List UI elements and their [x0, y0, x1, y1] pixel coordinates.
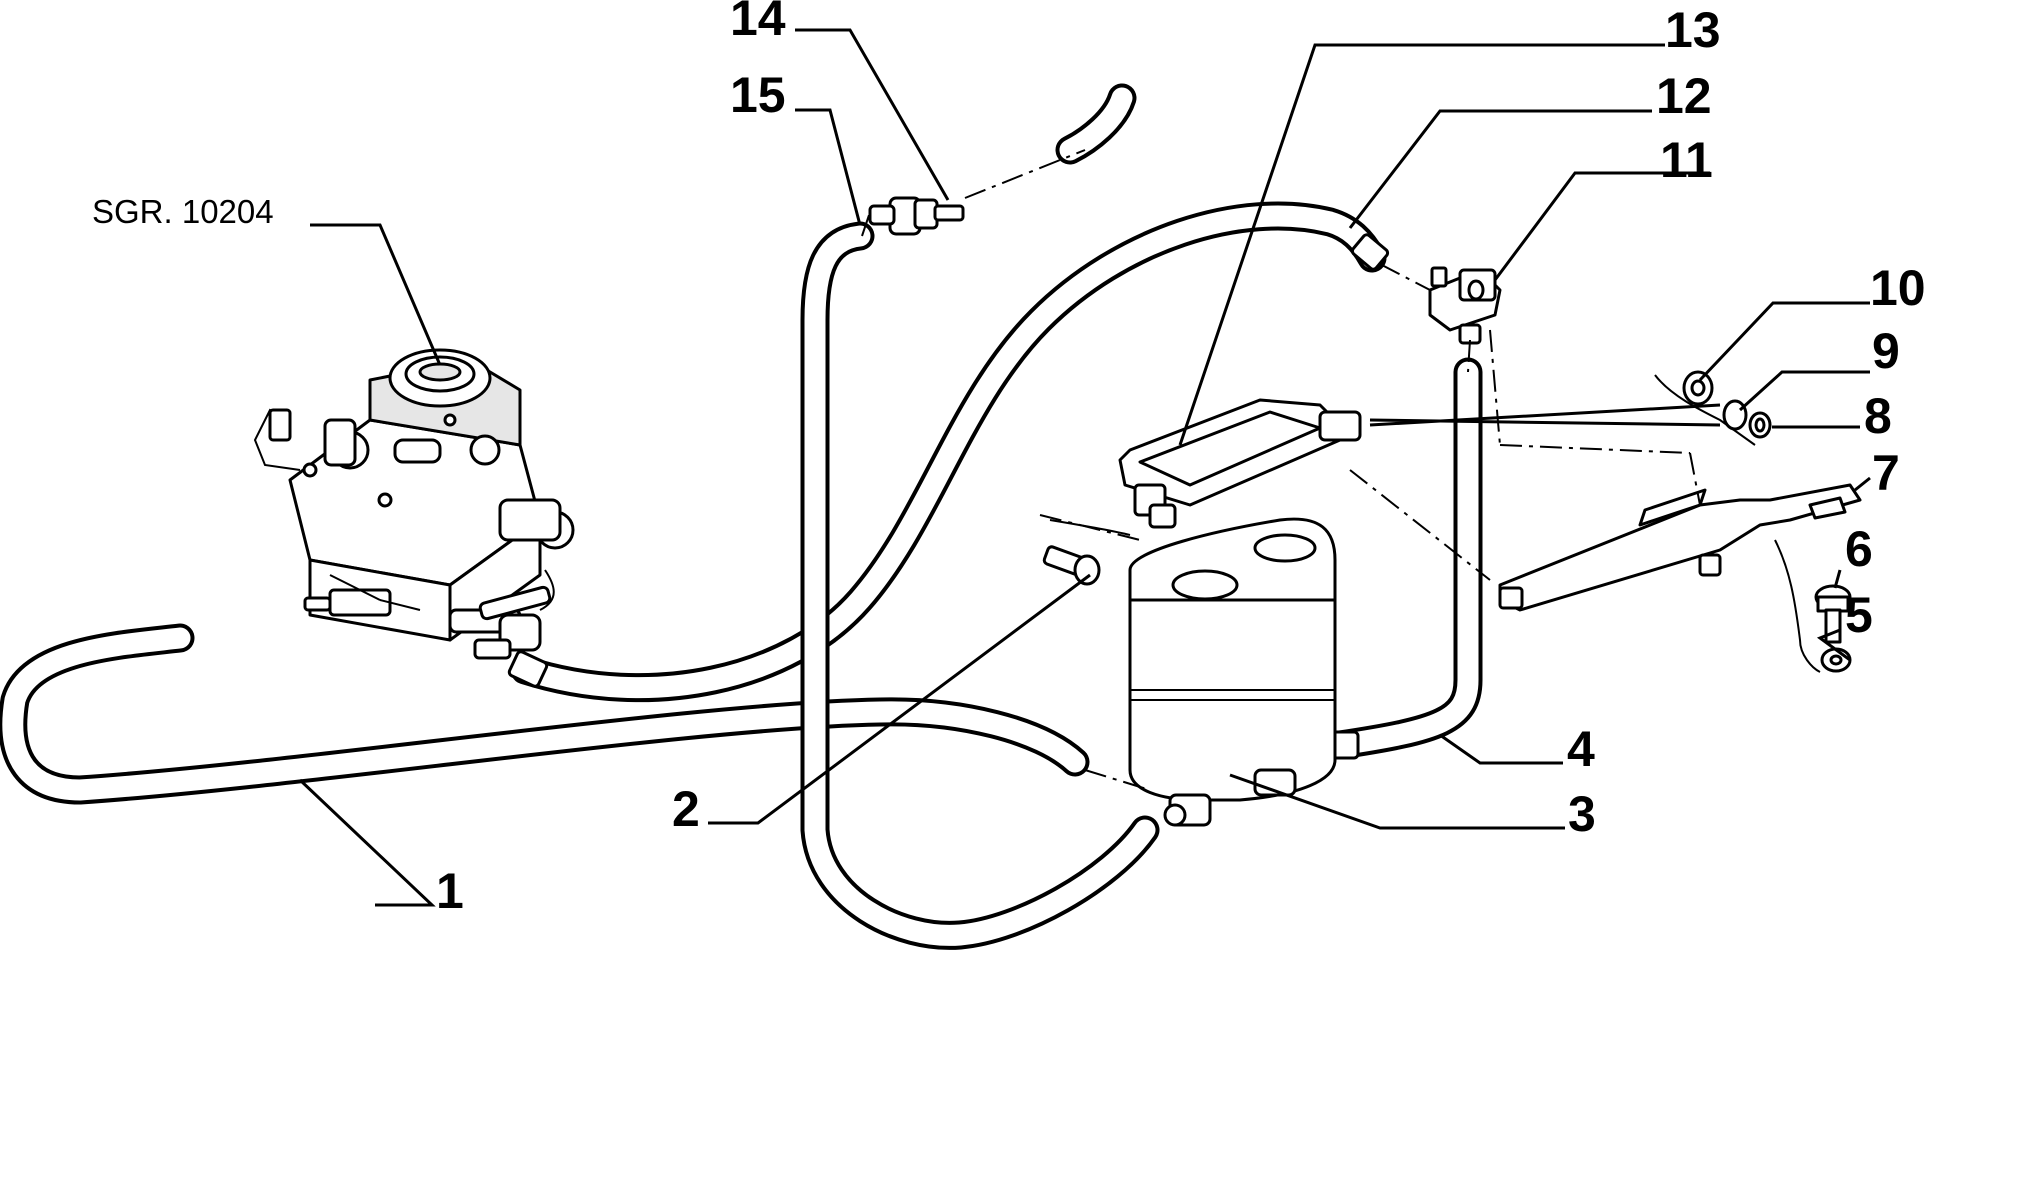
nut-10: [1682, 370, 1714, 406]
reference-label: SGR. 10204: [92, 193, 274, 230]
callout-10: 10: [1870, 260, 1926, 316]
callout-14: 14: [730, 0, 786, 46]
carburettor: [253, 348, 575, 660]
hose-14-stub: [1055, 83, 1137, 165]
callout-15: 15: [730, 67, 786, 123]
callout-11: 11: [1660, 132, 1713, 188]
support-arm: [1498, 483, 1862, 612]
hose-15: [800, 221, 1160, 950]
callout-12: 12: [1656, 68, 1712, 124]
hose-end-fitting: [507, 650, 549, 688]
nut-5: [1820, 647, 1852, 673]
callout-7: 7: [1872, 445, 1900, 501]
valve-14: [868, 196, 965, 236]
callout-6: 6: [1845, 521, 1873, 577]
callout-13: 13: [1665, 2, 1721, 58]
hose-end-fitting: [1350, 233, 1390, 271]
callout-8: 8: [1864, 388, 1892, 444]
canister: [1128, 517, 1337, 827]
callout-9: 9: [1872, 323, 1900, 379]
callout-2: 2: [672, 781, 700, 837]
hose-4: [1325, 357, 1483, 760]
bolt-6: [1814, 584, 1852, 644]
leader-lines: [298, 28, 1871, 907]
callout-1: 1: [436, 863, 464, 919]
callout-4: 4: [1567, 721, 1595, 777]
callout-3: 3: [1568, 786, 1596, 842]
bolt-2: [1042, 545, 1101, 586]
hose-12: [510, 201, 1387, 703]
hose-1: [0, 623, 1090, 805]
callout-5: 5: [1845, 587, 1873, 643]
clip-8: [1748, 411, 1772, 439]
assembly-lines: [861, 149, 1821, 791]
mounting-bracket: [1118, 398, 1362, 529]
